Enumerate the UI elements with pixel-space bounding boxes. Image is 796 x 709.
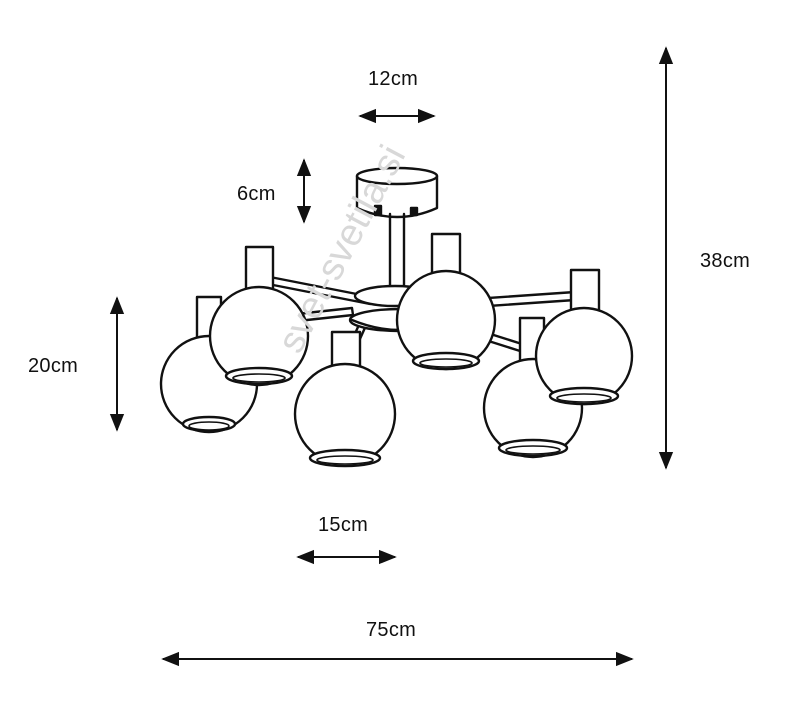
dim-label-lamp-height: 20cm [28, 355, 79, 377]
ceiling-canopy [355, 166, 439, 219]
lamp-back-left [208, 245, 310, 387]
lamp-back-center [395, 232, 497, 371]
dim-label-canopy-width: 12cm [368, 68, 419, 90]
lamp-far-right [534, 268, 634, 406]
dim-label-total-height: 38cm [700, 250, 751, 272]
dim-label-shade-width: 15cm [318, 514, 369, 536]
dim-label-canopy-height: 6cm [237, 183, 276, 205]
lamp-front-center [293, 330, 397, 468]
central-stem [388, 212, 406, 292]
dim-label-total-width: 75cm [366, 619, 417, 641]
